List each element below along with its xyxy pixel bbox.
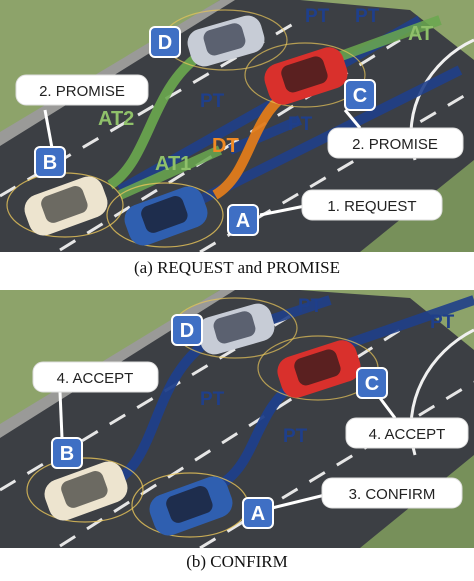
node-b: B: [51, 437, 83, 469]
at2-arrow: [107, 50, 203, 190]
svg-text:D: D: [180, 320, 194, 342]
car-a: [131, 472, 249, 538]
dt-arrow: [212, 90, 289, 200]
callout-confirm-a: 3. CONFIRM: [271, 477, 463, 510]
callout-accept-b: 4. ACCEPT: [32, 361, 159, 439]
label-pt: PT: [430, 312, 455, 333]
label-pt: PT: [298, 296, 323, 317]
svg-text:4. ACCEPT: 4. ACCEPT: [369, 426, 446, 443]
panel-request-promise: PT PT PT PT AT AT2 AT1 DT 2. PROMISE 2. …: [0, 0, 474, 252]
node-c: C: [356, 367, 388, 399]
pt-arrow: [107, 335, 213, 490]
svg-text:1. REQUEST: 1. REQUEST: [327, 198, 416, 215]
svg-text:2. PROMISE: 2. PROMISE: [352, 136, 438, 153]
label-pt: PT: [288, 114, 313, 135]
caption-b: (b) CONFIRM: [186, 552, 288, 571]
label-pt: PT: [305, 6, 330, 27]
scene-a: PT PT PT PT AT AT2 AT1 DT 2. PROMISE 2. …: [0, 0, 474, 252]
callout-promise-b: 2. PROMISE: [15, 74, 149, 149]
svg-text:4. ACCEPT: 4. ACCEPT: [57, 370, 134, 387]
svg-text:D: D: [158, 32, 172, 54]
svg-text:C: C: [365, 373, 379, 395]
car-c: [244, 42, 366, 108]
car-d: [162, 9, 288, 71]
car-d: [172, 297, 298, 359]
label-pt: PT: [200, 389, 225, 410]
lane-line: [199, 88, 474, 252]
svg-text:A: A: [251, 503, 265, 525]
node-c: C: [344, 79, 376, 111]
label-pt: PT: [283, 426, 308, 447]
label-pt: PT: [200, 91, 225, 112]
pt-arrow: [228, 115, 302, 155]
callout-accept-c: 4. ACCEPT: [345, 397, 469, 449]
svg-text:B: B: [60, 443, 74, 465]
car-a: [106, 182, 224, 248]
callout-promise-c: 2. PROMISE: [327, 109, 464, 159]
label-at1: AT1: [155, 153, 191, 175]
node-d: D: [171, 314, 203, 346]
svg-text:C: C: [353, 85, 367, 107]
node-a: A: [227, 204, 259, 236]
node-b: B: [34, 146, 66, 178]
lane-line: [199, 380, 474, 548]
label-at2: AT2: [98, 108, 134, 130]
node-d: D: [149, 26, 181, 58]
callout-request-a: 1. REQUEST: [259, 189, 443, 221]
label-at: AT: [408, 23, 433, 45]
panel-confirm: PT PT PT PT 4. ACCEPT 4. ACCEPT 3. CONFI…: [0, 290, 474, 548]
car-b: [6, 172, 124, 238]
scene-b: PT PT PT PT 4. ACCEPT 4. ACCEPT 3. CONFI…: [0, 290, 474, 548]
caption-a: (a) REQUEST and PROMISE: [133, 258, 341, 277]
label-pt: PT: [355, 6, 380, 27]
svg-text:A: A: [236, 210, 250, 232]
svg-text:2. PROMISE: 2. PROMISE: [39, 83, 125, 100]
label-dt: DT: [212, 135, 239, 157]
node-a: A: [242, 497, 274, 529]
car-b: [26, 457, 144, 523]
pt-arrow: [328, 295, 474, 355]
svg-text:B: B: [43, 152, 57, 174]
svg-text:3. CONFIRM: 3. CONFIRM: [349, 486, 436, 503]
